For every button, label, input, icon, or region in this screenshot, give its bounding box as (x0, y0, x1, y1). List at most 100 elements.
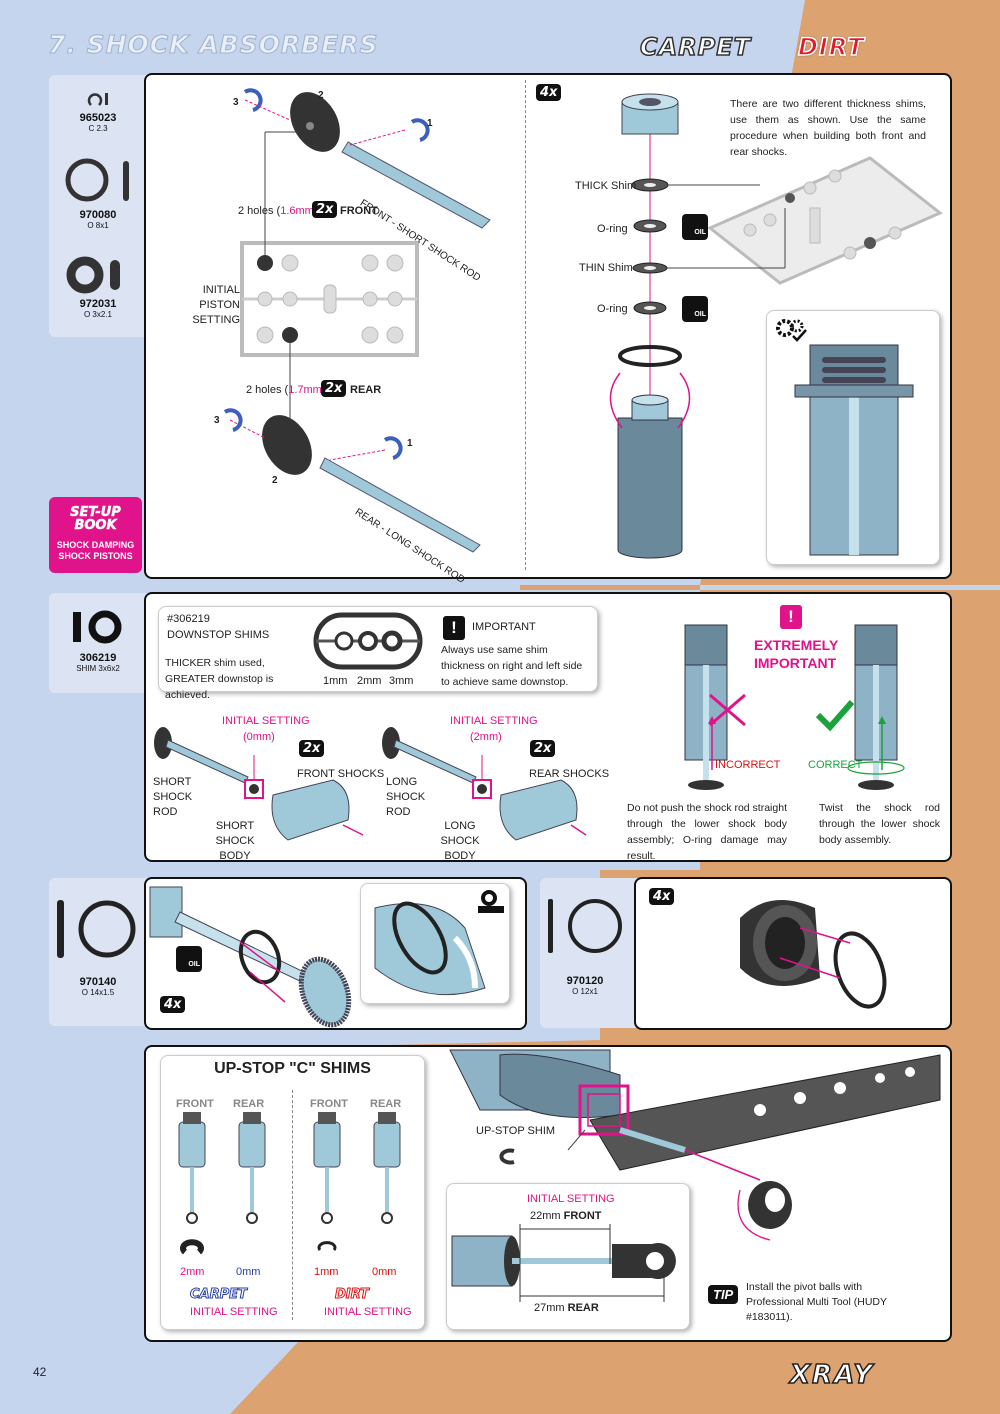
page-title: 7. SHOCK ABSORBERS (48, 30, 379, 60)
parts-tab-306219 (49, 593, 146, 693)
step-1-rear-label: 1 (407, 438, 413, 449)
brand-carpet: CARPET (639, 32, 752, 62)
qty-rear-badge: 2x (321, 380, 347, 397)
shim-size-2mm: 2mm (357, 675, 382, 687)
important-icon: ! (443, 616, 465, 640)
oil-icon-2: OIL (682, 296, 708, 322)
rear-initial-value: (2mm) (470, 731, 502, 743)
c-clip-icon (87, 93, 108, 106)
upstop-value-3: 1mm (314, 1266, 339, 1278)
holes-rear-label: 2 holes (1.7mm) (246, 384, 326, 396)
upstop-shim-label: UP-STOP SHIM (476, 1125, 556, 1137)
panel-divider (525, 80, 526, 570)
upstop-col-rear-1: REAR (233, 1098, 265, 1110)
shim-note: There are two different thickness shims,… (730, 98, 926, 158)
initial-length-title: INITIAL SETTING (527, 1193, 615, 1205)
upstop-initial-dirt: INITIAL SETTING (324, 1306, 412, 1318)
detail-zoom-icon (478, 890, 504, 913)
parts-tab-top (49, 75, 146, 337)
important-title: IMPORTANT (472, 621, 536, 633)
upstop-shocks-drawing (178, 1112, 401, 1255)
detail-drawing (374, 901, 486, 996)
o-ring-12x1-icon (548, 899, 622, 953)
incorrect-text: Do not push the shock rod straight throu… (627, 802, 787, 862)
incorrect-correct-drawing (684, 624, 905, 790)
tip-badge: TIP (708, 1285, 739, 1304)
upstop-dirt: DIRT (335, 1287, 370, 1303)
o-ring-14x1-icon (57, 900, 136, 958)
shock-mount-drawing (449, 1049, 941, 1241)
rear-shocks-qty: 2x (530, 740, 556, 757)
page-number: 42 (33, 1365, 47, 1379)
short-body-label: SHORT SHOCK BODY (215, 820, 255, 862)
oil-icon-1: OIL (682, 214, 708, 240)
upstop-initial-carpet: INITIAL SETTING (190, 1306, 278, 1318)
rear-label: REAR (350, 384, 382, 396)
upstop-title: UP-STOP "C" SHIMS (214, 1060, 371, 1077)
important-text: Always use same shim thickness on right … (441, 644, 583, 688)
upstop-col-front-1: FRONT (176, 1098, 214, 1110)
downstop-shock-drawing (154, 727, 587, 841)
downstop-shim-sprue-icon (313, 612, 423, 670)
long-body-label: LONG SHOCK BODY (440, 820, 480, 862)
length-27mm: 27mm REAR (534, 1302, 599, 1314)
oil-icon-3: OIL (176, 946, 202, 972)
thick-shim-label: THICK Shim (575, 180, 637, 192)
front-shocks-qty: 2x (299, 740, 325, 757)
step-2-rear-label: 2 (272, 475, 278, 486)
cap-oring-drawing (740, 900, 887, 1009)
qty-4x-badge-1: 4x (536, 84, 562, 101)
rear-initial-label: INITIAL SETTING (450, 715, 538, 727)
upstop-col-front-2: FRONT (310, 1098, 348, 1110)
o-ring-8x1-icon (65, 158, 129, 202)
shim-306219-icon (73, 610, 122, 644)
upstop-divider (292, 1090, 293, 1320)
downstop-title: DOWNSTOP SHIMS (167, 629, 270, 641)
thin-shim-label: THIN Shim (579, 262, 633, 274)
holes-front-label: 2 holes (1.6mm) (238, 205, 318, 217)
downstop-text: THICKER shim used, GREATER downstop is a… (165, 657, 274, 701)
gear-check-icon (776, 319, 807, 342)
long-rod-label: LONG SHOCK ROD (386, 776, 426, 818)
step-3-label: 3 (233, 97, 239, 108)
xray-logo: XRAY (789, 1359, 875, 1391)
shim-size-3mm: 3mm (389, 675, 414, 687)
upstop-value-2: 0mm (236, 1266, 261, 1278)
upstop-col-rear-2: REAR (370, 1098, 402, 1110)
qty-4x-badge-2: 4x (160, 996, 186, 1013)
downstop-code: #306219 (167, 613, 210, 625)
qty-front-badge: 2x (312, 201, 338, 218)
step-2-label: 2 (318, 90, 324, 101)
o-ring-3x2-icon (66, 256, 120, 294)
brand-dirt: DIRT (797, 32, 865, 62)
setup-book-badge: SET-UP BOOK SHOCK DAMPING SHOCK PISTONS (49, 497, 142, 573)
downstop-info-card (158, 606, 598, 692)
front-label: FRONT (340, 205, 378, 217)
shim-size-1mm: 1mm (323, 675, 348, 687)
qty-4x-badge-3: 4x (649, 888, 675, 905)
front-initial-value: (0mm) (243, 731, 275, 743)
incorrect-label: INCORRECT (715, 759, 781, 771)
collar-oring-drawing (149, 886, 352, 1028)
piston-assembly-drawing (223, 88, 491, 553)
initial-piston-label: INITIAL PISTON SETTING (192, 284, 240, 326)
correct-label: CORRECT (808, 759, 863, 771)
shock-body-exploded-drawing (609, 93, 943, 559)
oring-label-2: O-ring (597, 303, 628, 315)
extreme-title: EXTREMELY IMPORTANT (754, 637, 839, 671)
initial-length-drawing (451, 1224, 676, 1302)
rear-shocks-label: REAR SHOCKS (529, 768, 610, 780)
step-3-rear-label: 3 (214, 415, 220, 426)
short-rod-label: SHORT SHOCK ROD (153, 776, 193, 818)
oring-label-1: O-ring (597, 223, 628, 235)
extreme-warning-icon: ! (780, 605, 802, 629)
upstop-value-1: 2mm (180, 1266, 205, 1278)
upstop-value-4: 0mm (372, 1266, 397, 1278)
c-shim-icon (499, 1148, 515, 1165)
